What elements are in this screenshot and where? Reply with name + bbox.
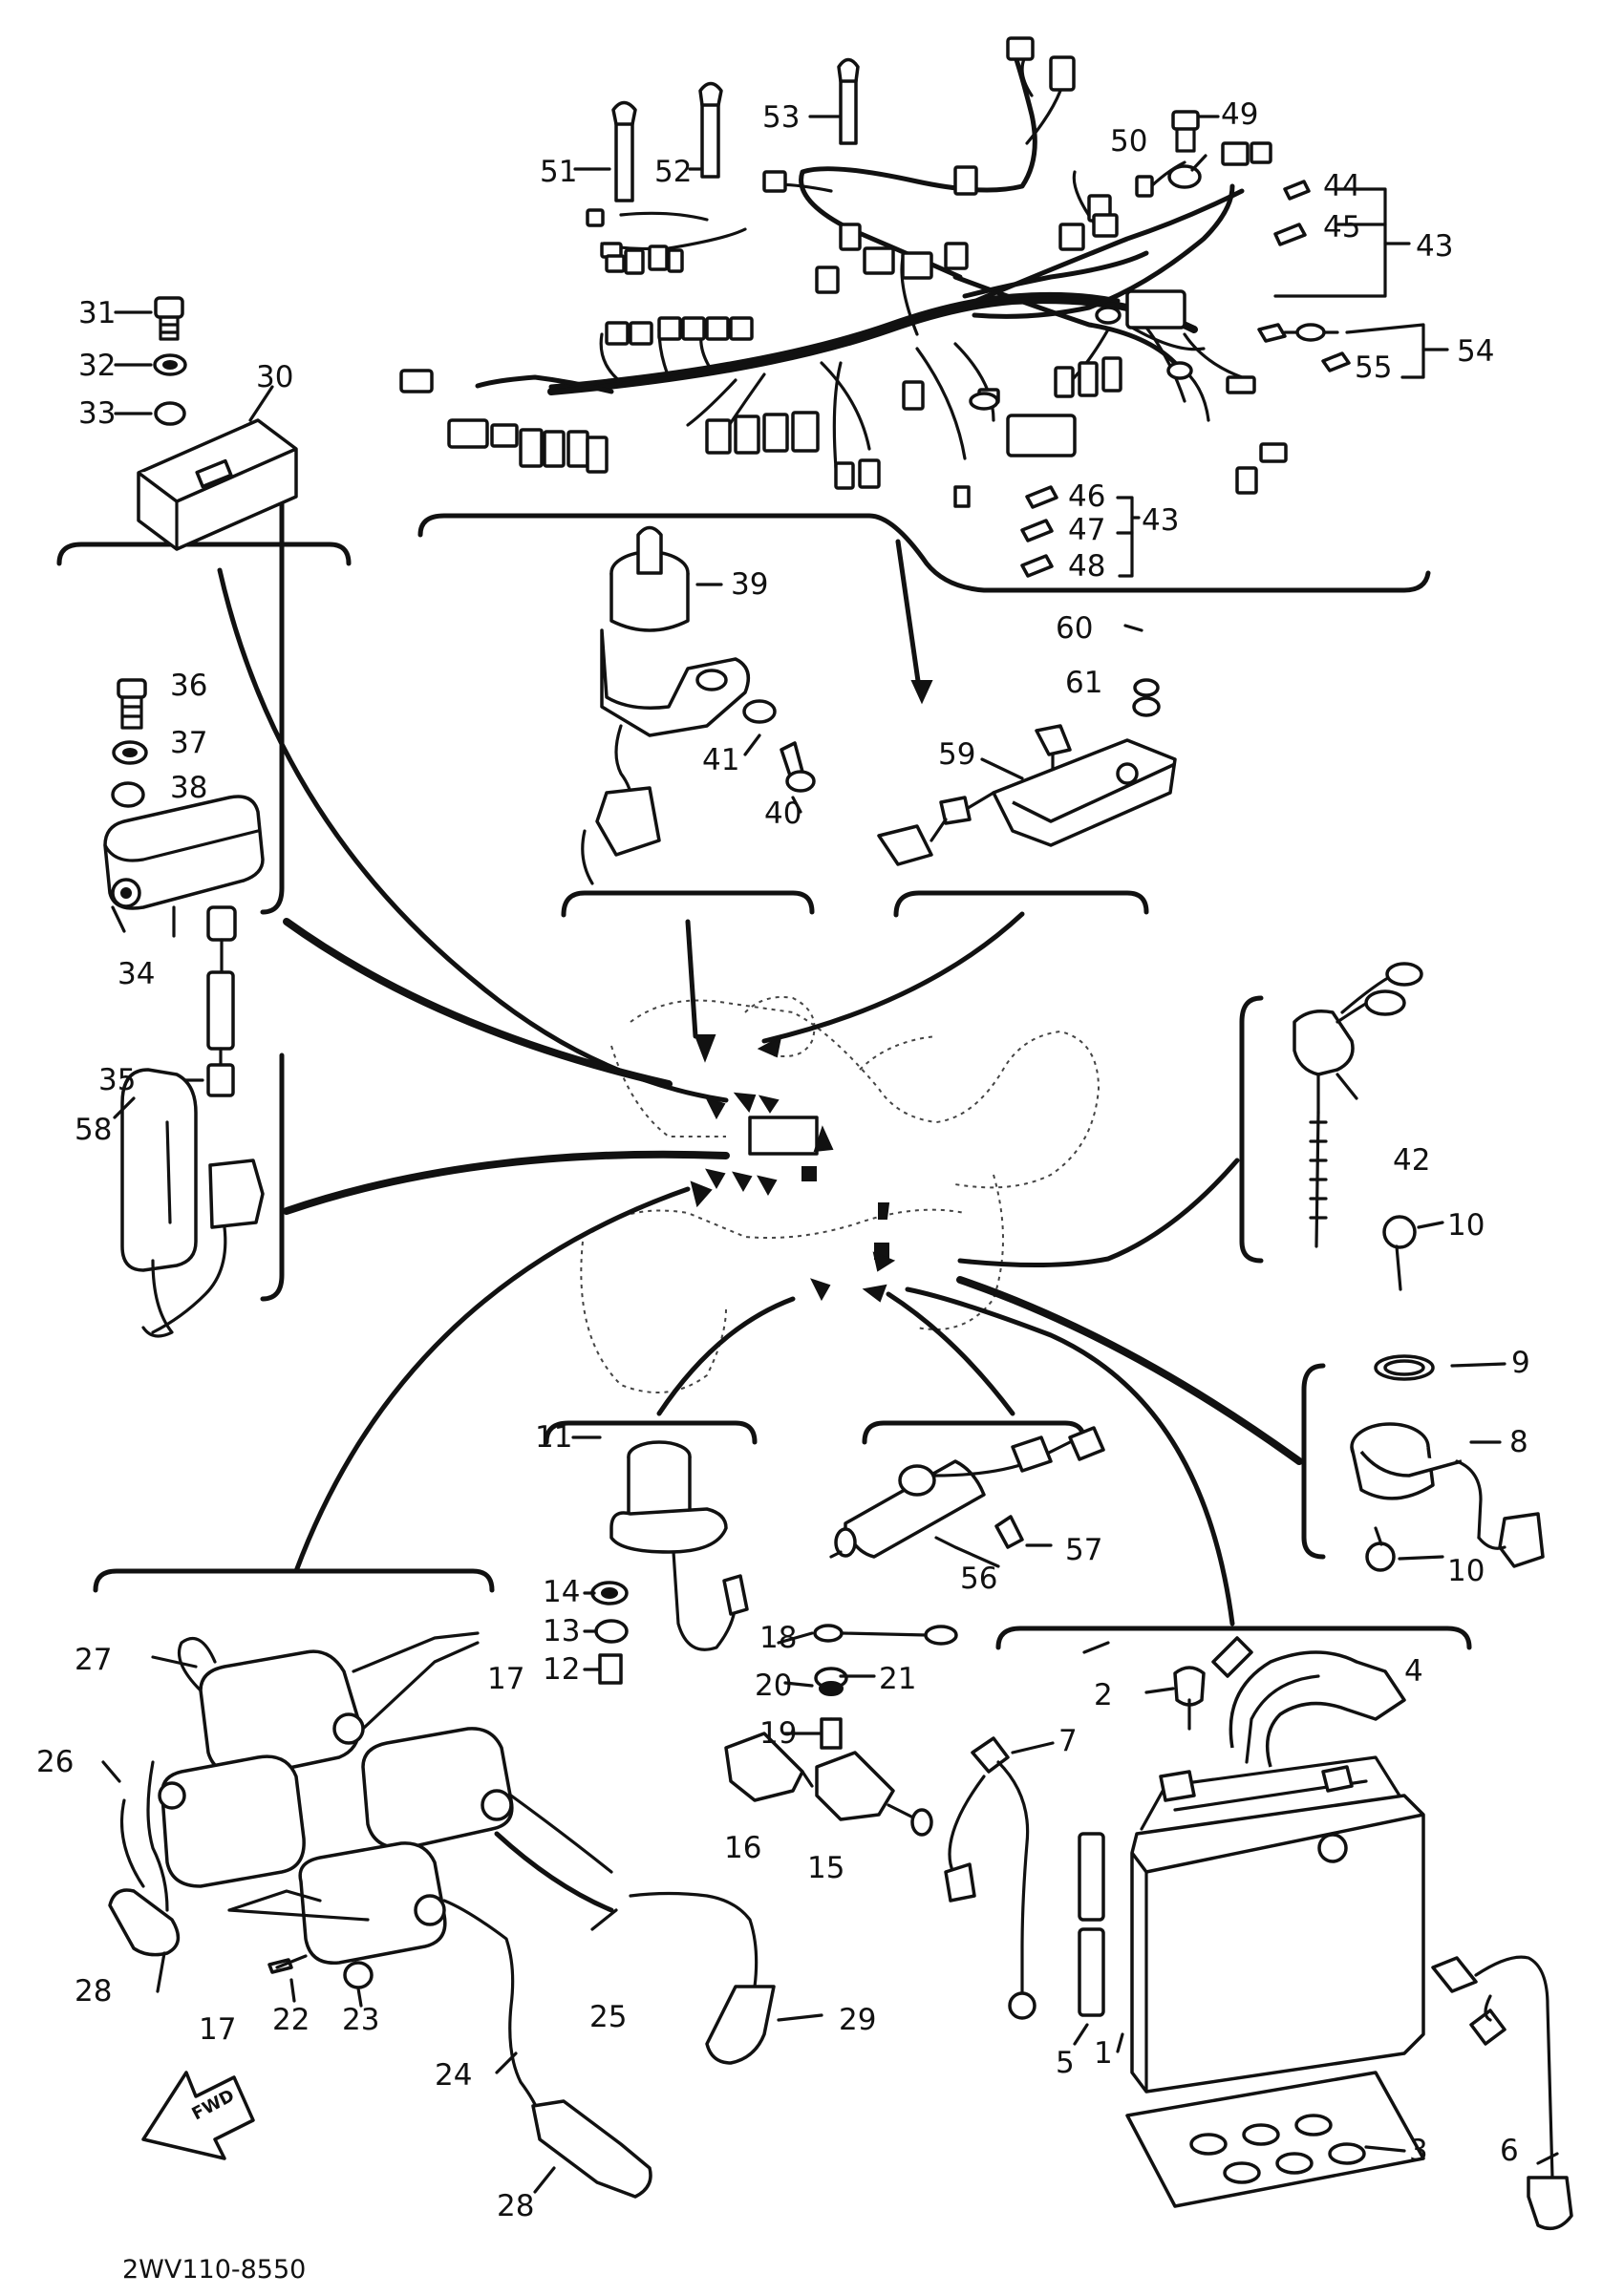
callout-43: 43	[1416, 229, 1453, 264]
wire-harness-43	[399, 36, 1351, 578]
switch-42	[1293, 962, 1444, 1291]
callout-24: 24	[435, 2058, 472, 2093]
callout-36: 36	[170, 669, 207, 703]
ignition-coils-17	[101, 1631, 823, 2199]
callout-33: 33	[78, 396, 116, 431]
callout-2: 2	[1094, 1678, 1113, 1712]
callout-22: 22	[272, 2003, 310, 2037]
callout-3: 3	[1409, 2134, 1428, 2168]
callout-61: 61	[1065, 666, 1102, 700]
callout-14: 14	[543, 1575, 580, 1609]
callout-31: 31	[78, 296, 116, 330]
callout-8: 8	[1509, 1425, 1528, 1459]
callout-17: 17	[199, 2012, 236, 2047]
callout-10: 10	[1447, 1554, 1485, 1588]
callout-17: 17	[487, 1662, 524, 1696]
regulator-34	[103, 678, 265, 1097]
callout-23: 23	[342, 2003, 379, 2037]
callout-7: 7	[1058, 1724, 1078, 1758]
callout-28: 28	[497, 2189, 534, 2223]
unit-59	[877, 624, 1177, 866]
callout-60: 60	[1056, 611, 1093, 646]
callout-49: 49	[1221, 97, 1258, 132]
sender-11	[571, 1435, 749, 1685]
callout-15: 15	[807, 1851, 844, 1885]
callout-34: 34	[118, 957, 155, 991]
callout-1: 1	[1094, 2036, 1113, 2071]
callout-10: 10	[1447, 1208, 1485, 1243]
cdi-unit-30	[114, 296, 298, 551]
callout-48: 48	[1068, 549, 1105, 584]
callout-29: 29	[839, 2003, 876, 2037]
callout-19: 19	[759, 1716, 797, 1751]
main-switch-39	[581, 525, 816, 885]
callout-39: 39	[731, 567, 768, 602]
callout-43: 43	[1142, 503, 1179, 538]
callout-41: 41	[702, 743, 739, 777]
callout-42: 42	[1393, 1143, 1430, 1178]
callout-50: 50	[1110, 124, 1147, 159]
callout-28: 28	[75, 1974, 112, 2009]
callout-46: 46	[1068, 479, 1105, 514]
unit-58	[113, 1068, 265, 1338]
callout-5: 5	[1056, 2046, 1075, 2080]
callout-57: 57	[1065, 1533, 1102, 1567]
callout-35: 35	[98, 1063, 136, 1097]
callout-58: 58	[75, 1113, 112, 1147]
fwd-arrow: FWD	[141, 2071, 255, 2160]
diagram-code: 2WV110-8550	[122, 2255, 306, 2285]
location-markers	[690, 680, 933, 1303]
callout-44: 44	[1323, 169, 1360, 203]
callout-30: 30	[256, 360, 293, 394]
callout-51: 51	[540, 155, 577, 189]
callout-59: 59	[938, 737, 975, 772]
callout-37: 37	[170, 726, 207, 760]
callout-12: 12	[543, 1652, 580, 1687]
callout-53: 53	[762, 100, 800, 135]
section-brackets	[56, 465, 1472, 1650]
callout-21: 21	[879, 1662, 916, 1696]
switches-15-21	[724, 1624, 958, 1837]
motorcycle-outline	[580, 996, 1100, 1393]
callout-45: 45	[1323, 210, 1360, 244]
battery-assembly-1	[944, 1636, 1573, 2231]
callout-47: 47	[1068, 513, 1105, 547]
callout-32: 32	[78, 349, 116, 383]
callout-56: 56	[960, 1562, 997, 1596]
callout-9: 9	[1511, 1346, 1530, 1380]
callout-55: 55	[1355, 351, 1392, 385]
connector-lines	[217, 539, 1303, 1626]
callout-20: 20	[755, 1669, 792, 1703]
callout-13: 13	[543, 1614, 580, 1648]
callout-40: 40	[764, 797, 801, 831]
callout-27: 27	[75, 1643, 112, 1677]
group-brackets	[1116, 187, 1449, 578]
callout-4: 4	[1404, 1654, 1423, 1689]
callout-38: 38	[170, 771, 207, 805]
callout-26: 26	[36, 1745, 74, 1779]
sensor-8	[1350, 1354, 1545, 1572]
callout-11: 11	[535, 1420, 572, 1455]
callout-16: 16	[724, 1831, 761, 1865]
callout-54: 54	[1457, 334, 1494, 369]
callout-6: 6	[1500, 2134, 1519, 2168]
callout-18: 18	[759, 1621, 797, 1655]
callout-52: 52	[654, 155, 692, 189]
switch-56	[829, 1426, 1105, 1568]
callout-numbers: 1 2 3 4 5 6 7 8 9 10 10 11 12 13 14 15 1…	[36, 97, 1530, 2223]
callout-25: 25	[589, 2000, 627, 2034]
